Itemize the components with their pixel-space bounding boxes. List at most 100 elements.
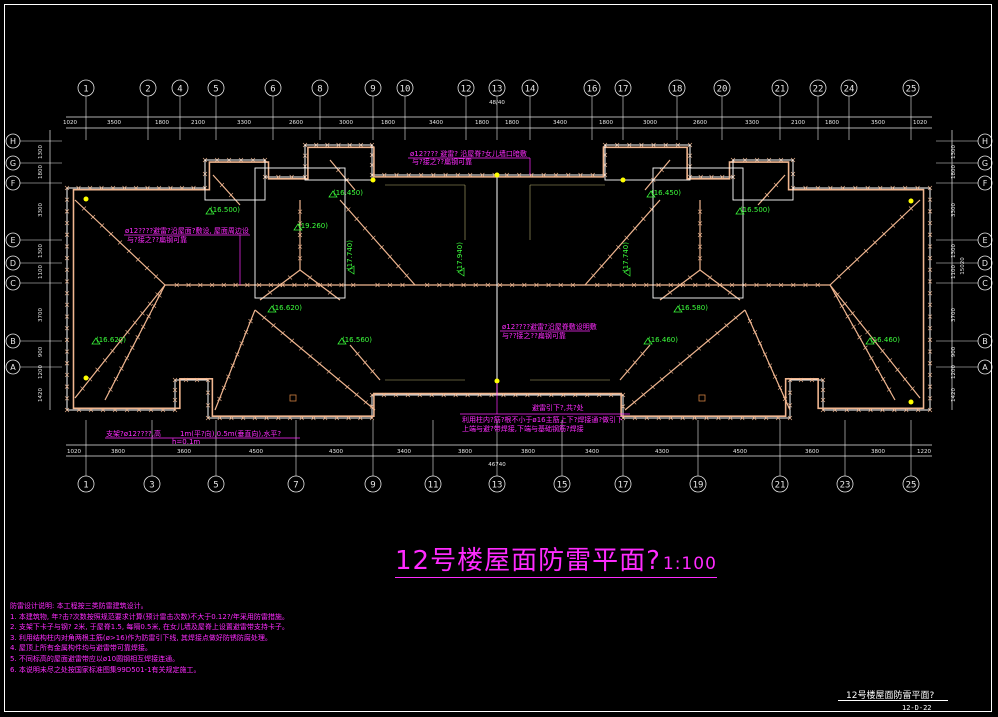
support-clip-mark [877, 185, 883, 191]
support-clip-mark [880, 348, 885, 354]
support-clip-mark [461, 282, 466, 288]
support-clip-mark [766, 282, 771, 288]
support-clip-mark [317, 361, 322, 367]
axis-label: 2 [145, 85, 150, 95]
support-clip-mark [334, 415, 340, 421]
support-clip-mark [297, 256, 303, 261]
support-clip-mark [752, 330, 758, 335]
dimension-text: 3600 [805, 449, 819, 455]
axis-bubble [207, 79, 225, 97]
axis-label: 25 [906, 481, 917, 491]
support-clip-mark [64, 255, 70, 261]
axis-label: G [10, 159, 16, 168]
elevation-label: (17.740) [622, 242, 630, 272]
support-clip-mark [441, 392, 446, 398]
support-clip-mark [489, 392, 494, 398]
support-clip-mark [558, 282, 563, 288]
axis-label: C [10, 279, 16, 288]
axis-bubble [977, 155, 993, 171]
support-clip-mark [856, 407, 861, 413]
axis-label: 5 [213, 85, 218, 95]
axis-bubble [311, 79, 329, 97]
axis-bubble [583, 79, 601, 97]
dimension-text: 900 [951, 346, 957, 357]
axis-label: 1 [83, 481, 88, 491]
support-clip-mark [787, 377, 793, 383]
support-clip-mark [927, 314, 933, 319]
support-clip-mark [355, 351, 360, 356]
support-clip-mark [326, 369, 332, 374]
support-clip-mark [369, 392, 375, 398]
support-clip-mark [820, 407, 826, 413]
support-clip-mark [122, 185, 127, 191]
support-clip-mark [346, 207, 351, 212]
axis-label: 24 [844, 85, 855, 95]
support-clip-mark [113, 376, 119, 382]
support-clip-mark [927, 267, 933, 273]
dimension-text: 1800 [475, 120, 489, 126]
support-clip-mark [252, 415, 258, 421]
title-block-name: 12号楼屋面防雷平面? [846, 691, 935, 701]
support-clip-mark [851, 324, 856, 330]
support-clip-mark [839, 303, 845, 309]
axis-label: 19 [693, 481, 704, 491]
axis-bubble [5, 359, 21, 375]
support-clip-mark [221, 385, 227, 390]
support-clip-mark [787, 390, 793, 395]
support-clip-mark [927, 197, 933, 202]
annotation-text: 上端与避?带焊接,下端与基础钢筋?焊接 [462, 424, 584, 433]
axis-label: 15 [557, 481, 568, 491]
support-clip-mark [299, 415, 304, 421]
note-line: 4. 屋顶上所有金属构件均与避雷带可靠焊接。 [10, 644, 152, 653]
dimension-text: 3500 [107, 120, 121, 126]
dimension-total: 15020 [960, 257, 966, 275]
support-clip-mark [315, 282, 321, 288]
support-clip-mark [100, 407, 106, 413]
support-clip-mark [289, 174, 294, 180]
support-clip-mark [245, 282, 250, 288]
support-clip-mark [857, 335, 862, 340]
support-clip-mark [240, 415, 246, 421]
support-clip-mark [124, 355, 130, 361]
elevation-symbol [91, 337, 101, 345]
axis-label: 7 [293, 481, 298, 491]
support-clip-mark [668, 282, 673, 288]
support-clip-mark [108, 231, 114, 237]
support-clip-mark [644, 282, 649, 288]
elevation-label: (16.460) [870, 336, 900, 344]
annotation-text: 支架?ø12????,高 [106, 429, 161, 438]
dimension-text: 3500 [871, 120, 885, 126]
support-clip-mark [358, 415, 363, 421]
axis-bubble [5, 133, 21, 149]
support-clip-mark [541, 172, 546, 178]
support-clip-mark [832, 407, 838, 413]
support-clip-mark [287, 275, 293, 280]
axis-label: 5 [213, 481, 218, 491]
dimension-text: 2100 [791, 120, 805, 126]
elevation-label: (16.460) [648, 336, 678, 344]
support-clip-mark [277, 282, 283, 288]
support-clip-mark [95, 367, 100, 372]
support-clip-mark [239, 341, 244, 346]
support-clip-mark [904, 407, 909, 413]
axis-label: 21 [775, 85, 786, 95]
support-clip-mark [504, 172, 510, 178]
axis-label: 23 [840, 481, 851, 491]
axis-label: B [10, 337, 16, 346]
support-clip-mark [752, 415, 757, 421]
axis-bubble [977, 275, 993, 291]
support-clip-mark [549, 392, 554, 398]
support-clip-mark [230, 363, 235, 368]
support-clip-mark [112, 407, 118, 413]
elevation-symbol [347, 265, 355, 275]
support-clip-mark [927, 407, 933, 413]
support-clip-mark [287, 415, 293, 421]
support-clip-mark [221, 282, 227, 288]
axis-label: 10 [400, 85, 411, 95]
support-clip-mark [404, 273, 409, 278]
support-clip-mark [336, 167, 341, 173]
support-clip-mark [64, 361, 70, 366]
support-clip-mark [820, 387, 826, 393]
axis-bubble [553, 475, 571, 493]
